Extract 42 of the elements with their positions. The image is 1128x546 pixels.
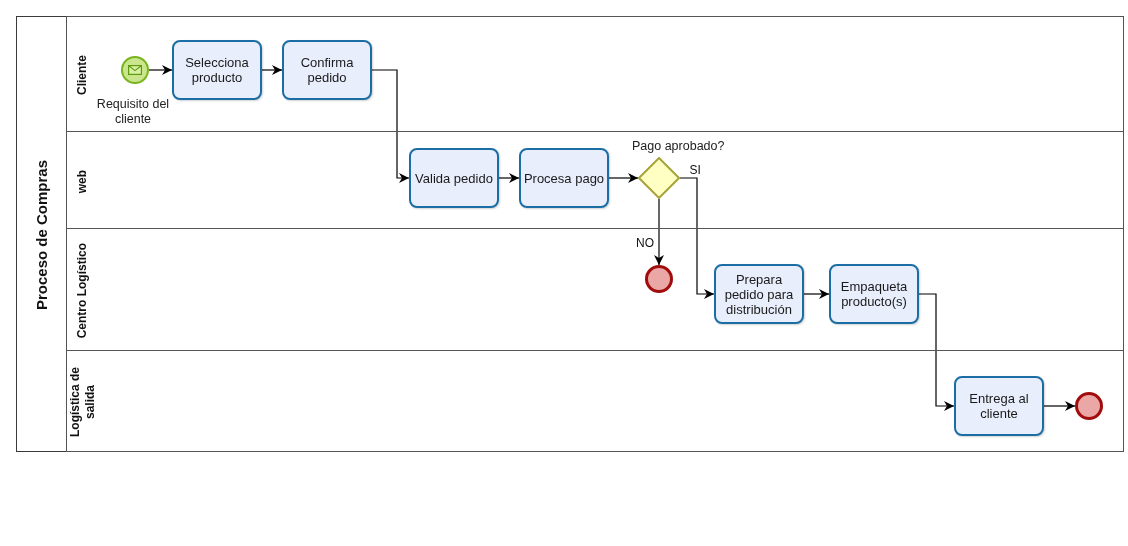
- sequence-flow-arrow: [1043, 401, 1076, 411]
- task-label: Procesa pago: [523, 170, 605, 186]
- pool: [16, 16, 1124, 452]
- sequence-flow-arrow: [148, 65, 173, 75]
- task-label: Confirma pedido: [299, 55, 355, 85]
- gateway-diamond: [638, 157, 680, 199]
- task-label: Selecciona producto: [184, 55, 250, 85]
- task-box: [519, 148, 609, 208]
- end-event: [645, 265, 673, 293]
- swimlane: [66, 228, 1124, 351]
- swimlane: [66, 350, 1124, 452]
- sequence-flow-arrow: [261, 65, 283, 75]
- task-box: [829, 264, 919, 324]
- task-box: [954, 376, 1044, 436]
- edge-label: SI: [688, 163, 702, 177]
- start-event: [121, 56, 149, 84]
- task-label: Empaqueta producto(s): [839, 279, 909, 309]
- task-label: Entrega al cliente: [968, 391, 1030, 421]
- task-label: Prepara pedido para distribución: [723, 271, 795, 317]
- task-label: Valida pedido: [415, 170, 493, 186]
- task-box: [282, 40, 372, 100]
- sequence-flow-arrow: [654, 198, 664, 266]
- lane-label: Logística de salida: [68, 366, 98, 439]
- end-event: [1075, 392, 1103, 420]
- sequence-flow-arrow: [371, 69, 410, 183]
- edge-label: NO: [635, 236, 655, 250]
- gateway-label: Pago aprobado?: [632, 139, 725, 154]
- event-label: Requisito del cliente: [95, 97, 171, 127]
- sequence-flow-arrow: [498, 173, 520, 183]
- pool-title: Proceso de Compras: [33, 160, 51, 311]
- sequence-flow-arrow: [679, 177, 715, 299]
- swimlane: [66, 131, 1124, 229]
- sequence-flow-arrow: [918, 293, 955, 411]
- lane-label: web: [74, 169, 90, 193]
- sequence-flow-arrow: [608, 173, 639, 183]
- lane-label: Centro Logístico: [74, 242, 90, 338]
- task-box: [409, 148, 499, 208]
- task-box: [714, 264, 804, 324]
- lane-label: Cliente: [74, 55, 90, 95]
- task-box: [172, 40, 262, 100]
- swimlane: [66, 16, 1124, 132]
- sequence-flow-arrow: [803, 289, 830, 299]
